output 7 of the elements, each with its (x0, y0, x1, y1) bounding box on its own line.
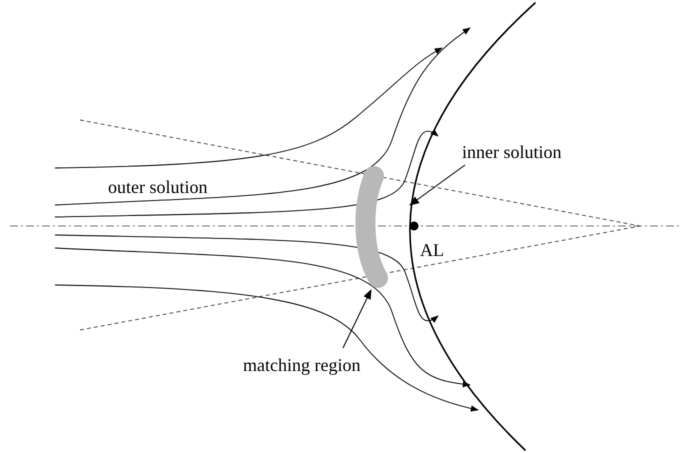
leader-line (342, 289, 372, 348)
point-label: AL (420, 240, 444, 260)
region-label: outer solution (108, 177, 208, 197)
leader-line (409, 164, 466, 206)
callout-label: matching region (243, 355, 360, 375)
callout-label: inner solution (462, 142, 562, 162)
matching-region-blob (356, 166, 388, 288)
